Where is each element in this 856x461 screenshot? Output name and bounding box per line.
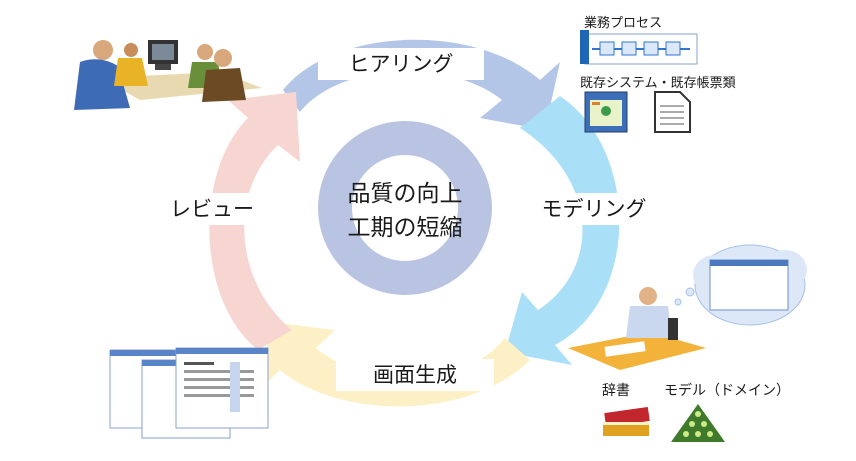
existing-systems-label: 既存システム・既存帳票類 xyxy=(580,76,736,91)
screen-stack-illustration xyxy=(109,347,269,439)
model-domain-label: モデル（ドメイン） xyxy=(664,383,790,399)
review-label: レビュー xyxy=(130,193,294,225)
business-process-label: 業務プロセス xyxy=(584,16,663,31)
business-process-icon xyxy=(580,30,698,65)
screen-gen-label: 画面生成 xyxy=(336,359,494,391)
modeling-label: モデリング xyxy=(512,193,676,225)
thinking-person-illustration xyxy=(568,287,706,370)
center-title-line1: 品質の向上 xyxy=(347,181,463,207)
thought-cloud-icon xyxy=(674,244,807,326)
hearing-label: ヒアリング xyxy=(318,48,484,80)
dictionary-label: 辞書 xyxy=(602,383,630,399)
dictionary-books-icon xyxy=(603,407,650,436)
center-ring xyxy=(318,121,492,295)
review-arrow xyxy=(209,92,300,350)
existing-document-icon xyxy=(654,91,691,133)
center-title-line2: 工期の短縮 xyxy=(347,215,463,241)
meeting-illustration xyxy=(74,40,262,110)
existing-system-icon xyxy=(584,91,628,133)
domain-model-icon xyxy=(671,404,725,442)
modeling-arrow xyxy=(505,96,620,365)
